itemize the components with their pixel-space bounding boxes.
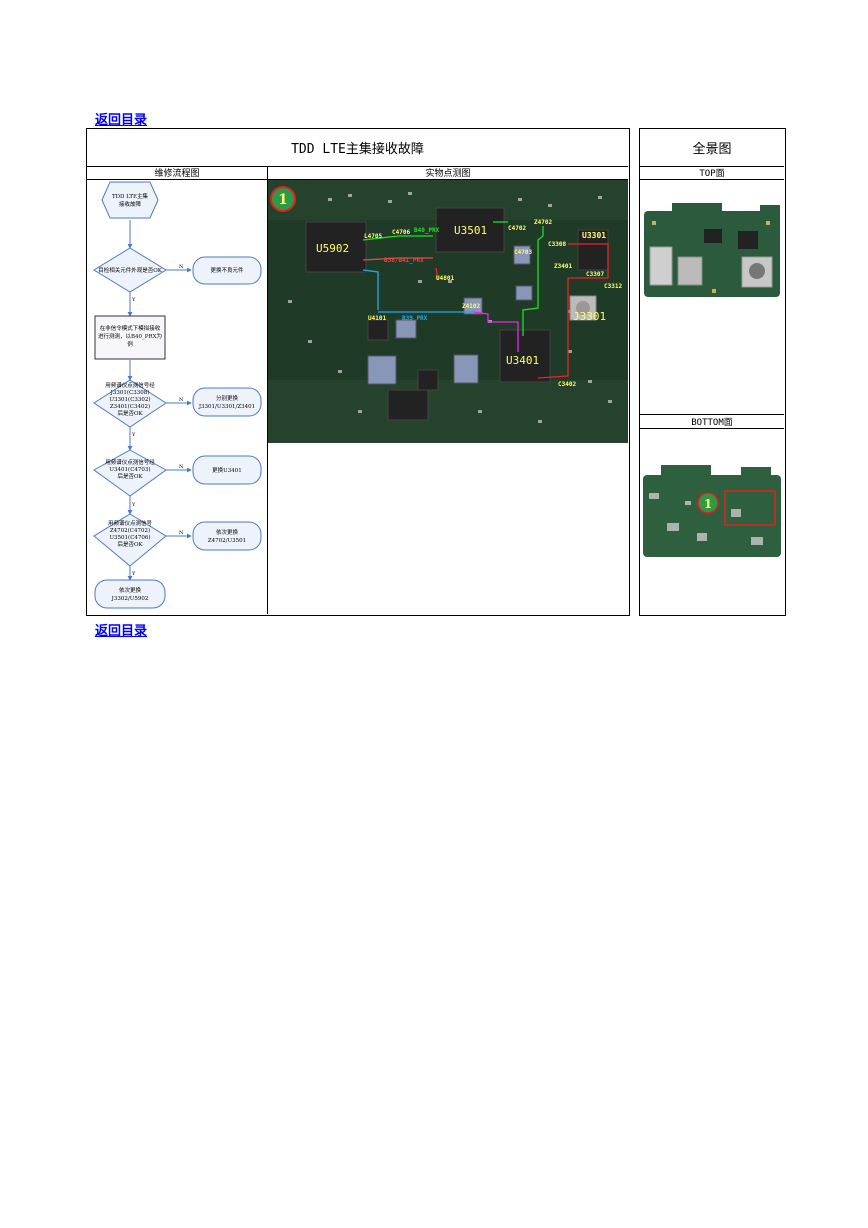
flow-decision-1 <box>93 247 167 293</box>
pcb-marker-circle <box>270 186 296 212</box>
flow-end-line-2: J3302/U5902 <box>111 596 149 602</box>
flow-action-4 <box>192 521 262 551</box>
column-divider <box>267 166 268 614</box>
repair-flowchart: Y N Y N Y N Y N TDD LTE主集 接收故障 目检相关元件外观是… <box>93 181 262 609</box>
pcb-marker-number: 1 <box>278 192 288 208</box>
flow-a4-line-2: Z4702/U3501 <box>208 538 246 544</box>
flow-action-1 <box>192 256 262 285</box>
flow-a2-line-2: J3301/U3301/Z3401 <box>198 404 255 410</box>
flow-no-3: N <box>179 464 184 470</box>
pcb-label-c3307: C3307 <box>586 271 604 278</box>
pcb-label-c3308: C3308 <box>548 241 566 248</box>
pcb-label-j3301: J3301 <box>573 310 606 323</box>
flow-step1-line-1: 在非信令模式下模拟接收 <box>100 324 161 332</box>
flow-yes-1: Y <box>131 297 136 303</box>
pcb-label-b38: B38/B41_PRX <box>384 257 424 264</box>
flow-q2-line-1: 用频谱仪点测信号经 <box>105 381 155 389</box>
pcb-label-c3312: C3312 <box>604 283 622 290</box>
flow-a1-text: 更换不良元件 <box>210 266 244 274</box>
pcb-label-z4102: Z4102 <box>462 303 480 310</box>
pcb-label-l4705: L4705 <box>364 233 382 240</box>
back-to-contents-link-top[interactable]: 返回目录 <box>95 113 148 128</box>
flow-start-line-2: 接收故障 <box>119 200 142 208</box>
bottom-board-image: 1 <box>643 465 781 557</box>
pcb-label-c4706: C4706 <box>392 229 410 236</box>
top-side-header: TOP面 <box>640 166 784 180</box>
flow-column-header: 维修流程图 <box>87 166 267 180</box>
pcb-label-u3301: U3301 <box>582 231 606 240</box>
pcb-label-b40: B40_PRX <box>414 227 440 234</box>
overview-divider <box>640 414 784 415</box>
top-board-image <box>644 203 780 297</box>
flow-no-4: N <box>179 530 184 536</box>
flow-q2-line-4: Z3401(C3402) <box>110 403 150 410</box>
flow-a2-line-1: 分别更换 <box>216 394 239 402</box>
flow-no-1: N <box>179 264 184 270</box>
flow-yes-2: Y <box>131 432 136 438</box>
overview-table: 全景图 TOP面 BOTTOM面 1 <box>639 128 786 616</box>
flow-yes-4: Y <box>131 571 136 577</box>
flow-end-line-1: 依次更换 <box>119 586 142 594</box>
pcb-label-b39: B39_PRX <box>402 315 428 322</box>
flow-decision-4 <box>93 513 167 567</box>
pcb-label-z3401: Z3401 <box>554 263 572 270</box>
bottom-board-marker-number: 1 <box>704 497 712 511</box>
flow-end <box>94 579 166 609</box>
flow-q4-line-1: 用频谱仪点测信号 <box>108 519 153 527</box>
flow-q2-line-2: J3301(C3308) <box>110 389 150 396</box>
bottom-side-header: BOTTOM面 <box>640 415 784 429</box>
flow-q1-text: 目检相关元件外观是否OK <box>98 266 163 274</box>
flow-no-2: N <box>179 397 184 403</box>
flow-q2-line-3: U3301(C3302) <box>109 396 150 403</box>
pcb-label-z4702: Z4702 <box>534 219 552 226</box>
flow-step1-line-2: 进行测测，以B40_PRX为 <box>98 332 162 340</box>
main-table: TDD LTE主集接收故障 维修流程图 实物点测图 <box>86 128 630 616</box>
pcb-label-u3401: U3401 <box>506 354 539 367</box>
flow-decision-3 <box>93 449 167 497</box>
flow-start-hexagon <box>101 181 159 219</box>
flow-a4-line-1: 依次更换 <box>216 528 239 536</box>
photo-column-header: 实物点测图 <box>268 166 628 180</box>
pcb-label-u4101: U4101 <box>368 315 386 322</box>
flow-q2-line-5: 后是否OK <box>117 409 143 417</box>
flow-yes-3: Y <box>131 502 136 508</box>
flow-action-2 <box>192 387 262 417</box>
pcb-label-u3501: U3501 <box>454 224 487 237</box>
flow-q3-line-3: 后是否OK <box>117 472 143 480</box>
pcb-label-c4703: C4703 <box>514 249 532 256</box>
overview-title: 全景图 <box>640 129 784 167</box>
flow-start-line-1: TDD LTE主集 <box>112 192 149 200</box>
flow-q4-line-4: 后是否OK <box>117 540 143 548</box>
pcb-test-point-photo: U5902 U3501 U3301 U3401 J3301 L4705 C470… <box>268 180 628 443</box>
bottom-board-highlight <box>724 490 776 526</box>
pcb-label-c3402: C3402 <box>558 381 576 388</box>
bottom-board-marker <box>697 492 719 514</box>
main-title: TDD LTE主集接收故障 <box>87 129 628 167</box>
flow-q4-line-2: Z4702(C4702) <box>110 527 150 534</box>
flow-action-3 <box>192 455 262 485</box>
pcb-label-u5902: U5902 <box>316 242 349 255</box>
flow-a3-text: 更换U3401 <box>212 466 242 474</box>
flow-decision-2 <box>93 379 167 428</box>
flow-step-1 <box>94 315 166 360</box>
flow-q3-line-1: 用频谱仪点测信号经 <box>105 458 155 466</box>
pcb-label-u4801: U4801 <box>436 275 454 282</box>
back-to-contents-link-bottom[interactable]: 返回目录 <box>95 624 148 639</box>
pcb-label-c4702: C4702 <box>508 225 526 232</box>
flow-q4-line-3: U3501(C4706) <box>109 534 150 541</box>
flow-q3-line-2: U3401(C4703) <box>109 466 150 473</box>
flow-step1-line-3: 例 <box>127 340 133 348</box>
